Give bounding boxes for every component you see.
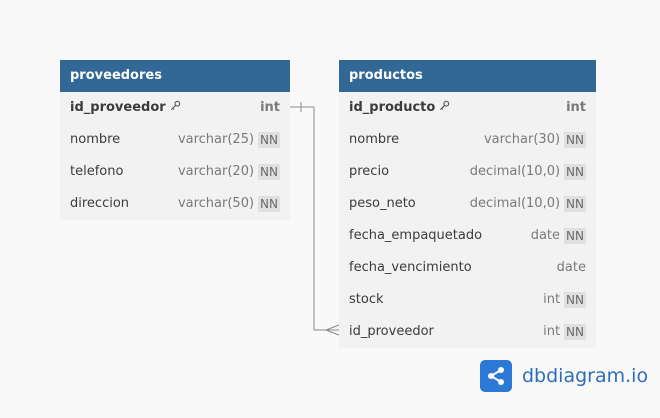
field-name: id_producto bbox=[349, 100, 436, 115]
dbdiagram-logo-icon bbox=[480, 360, 512, 392]
field-name: fecha_empaquetado bbox=[349, 228, 483, 243]
dbdiagram-brand[interactable]: dbdiagram.io bbox=[480, 360, 648, 392]
field-name: fecha_vencimiento bbox=[349, 260, 472, 275]
field-name: precio bbox=[349, 164, 390, 179]
field-type-group: int bbox=[260, 92, 280, 124]
not-null-badge: NN bbox=[564, 323, 586, 340]
field-row-fecha-vencimiento[interactable]: fecha_vencimiento date bbox=[339, 252, 596, 284]
not-null-badge: NN bbox=[564, 291, 586, 308]
many-marker bbox=[325, 324, 340, 336]
field-name: telefono bbox=[70, 164, 124, 179]
field-type-group: decimal(10,0)NN bbox=[470, 188, 586, 220]
field-row-precio[interactable]: precio decimal(10,0)NN bbox=[339, 156, 596, 188]
field-type: varchar(20) bbox=[177, 164, 255, 179]
not-null-badge: NN bbox=[564, 163, 586, 180]
field-type-group: date bbox=[557, 252, 586, 284]
field-name: nombre bbox=[349, 132, 400, 147]
field-name: direccion bbox=[70, 196, 130, 211]
field-row-id-producto[interactable]: id_producto int bbox=[339, 92, 596, 124]
field-type: int bbox=[260, 100, 280, 115]
field-type-group: varchar(50)NN bbox=[178, 188, 280, 220]
table-proveedores[interactable]: proveedores id_proveedor int nombre varchar… bbox=[60, 60, 290, 220]
brand-text: dbdiagram.io bbox=[522, 365, 649, 387]
field-row-nombre[interactable]: nombre varchar(25)NN bbox=[60, 124, 290, 156]
field-name: peso_neto bbox=[349, 196, 416, 211]
not-null-badge: NN bbox=[258, 163, 280, 180]
field-type-group: int bbox=[566, 92, 586, 124]
field-name: nombre bbox=[70, 132, 121, 147]
field-type: decimal(10,0) bbox=[469, 196, 561, 211]
field-name: id_proveedor bbox=[70, 100, 166, 115]
field-type: varchar(25) bbox=[177, 132, 255, 147]
field-row-nombre[interactable]: nombre varchar(30)NN bbox=[339, 124, 596, 156]
not-null-badge: NN bbox=[564, 131, 586, 148]
table-header[interactable]: proveedores bbox=[60, 60, 290, 92]
field-type: int bbox=[566, 100, 586, 115]
not-null-badge: NN bbox=[564, 227, 586, 244]
field-row-direccion[interactable]: direccion varchar(50)NN bbox=[60, 188, 290, 220]
field-type-group: varchar(30)NN bbox=[484, 124, 586, 156]
primary-key-icon bbox=[170, 92, 181, 124]
table-header[interactable]: productos bbox=[339, 60, 596, 92]
field-type: date bbox=[530, 228, 561, 243]
field-type-group: varchar(20)NN bbox=[178, 156, 280, 188]
not-null-badge: NN bbox=[564, 195, 586, 212]
not-null-badge: NN bbox=[258, 195, 280, 212]
field-type: date bbox=[556, 260, 586, 275]
field-row-telefono[interactable]: telefono varchar(20)NN bbox=[60, 156, 290, 188]
field-name: stock bbox=[349, 292, 384, 307]
field-type: varchar(50) bbox=[177, 196, 255, 211]
not-null-badge: NN bbox=[258, 131, 280, 148]
field-row-id-proveedor[interactable]: id_proveedor int bbox=[60, 92, 290, 124]
field-type-group: decimal(10,0)NN bbox=[470, 156, 586, 188]
field-row-peso-neto[interactable]: peso_neto decimal(10,0)NN bbox=[339, 188, 596, 220]
relationship-line[interactable] bbox=[290, 106, 339, 331]
field-name: id_proveedor bbox=[349, 324, 434, 339]
primary-key-icon bbox=[439, 92, 450, 124]
field-type: int bbox=[543, 324, 561, 339]
field-type: decimal(10,0) bbox=[469, 164, 561, 179]
field-type: varchar(30) bbox=[483, 132, 561, 147]
field-type-group: varchar(25)NN bbox=[178, 124, 280, 156]
field-type: int bbox=[543, 292, 561, 307]
